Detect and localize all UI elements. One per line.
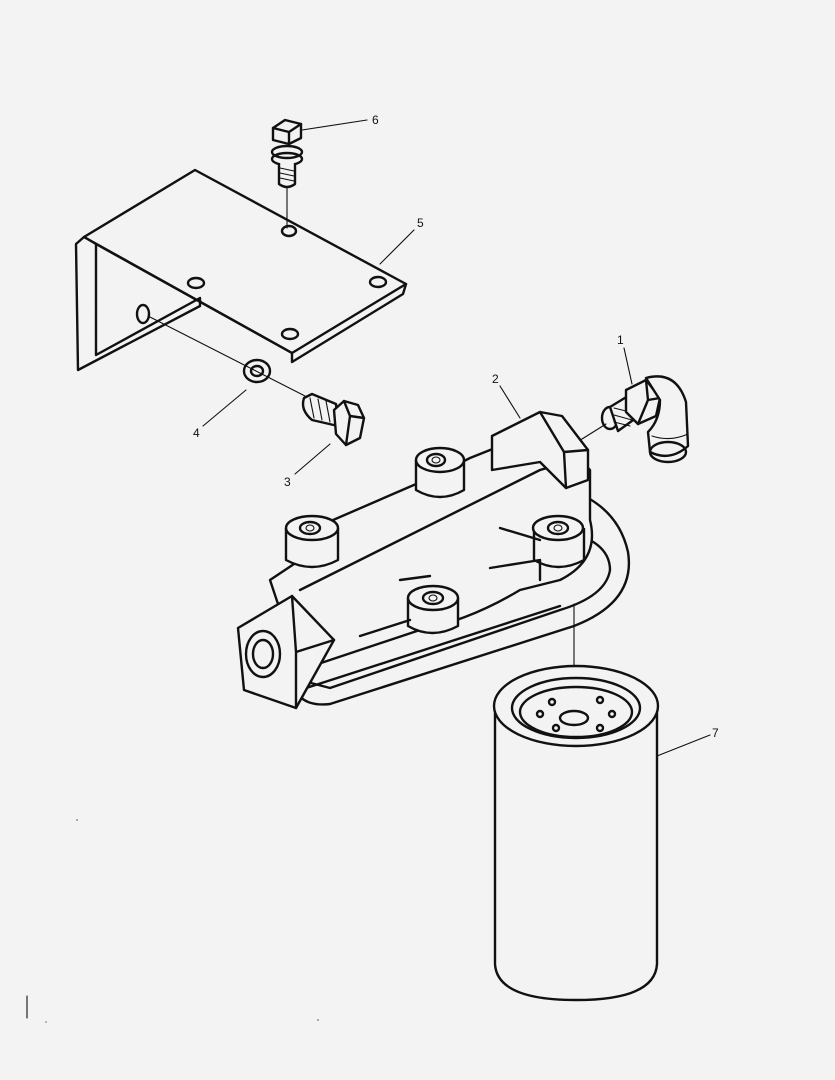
callout-5: 5 [417,216,424,230]
filter-head [236,410,631,710]
hex-bolt [301,392,366,447]
spin-on-filter-element [492,664,660,1002]
bolt-with-washer [270,118,304,229]
elbow-fitting [573,375,690,464]
callout-7: 7 [712,726,719,740]
callout-leaders [202,119,711,757]
callout-2: 2 [492,372,499,386]
callout-3: 3 [284,475,291,489]
mounting-boss [406,584,460,635]
mounting-boss [531,514,586,569]
scan-specks [26,819,319,1023]
mounting-boss [284,514,340,569]
mounting-bracket [74,168,408,372]
mounting-boss [414,446,466,499]
callout-6: 6 [372,113,379,127]
lock-washer [147,315,306,397]
callout-4: 4 [193,426,200,440]
callout-1: 1 [617,333,624,347]
